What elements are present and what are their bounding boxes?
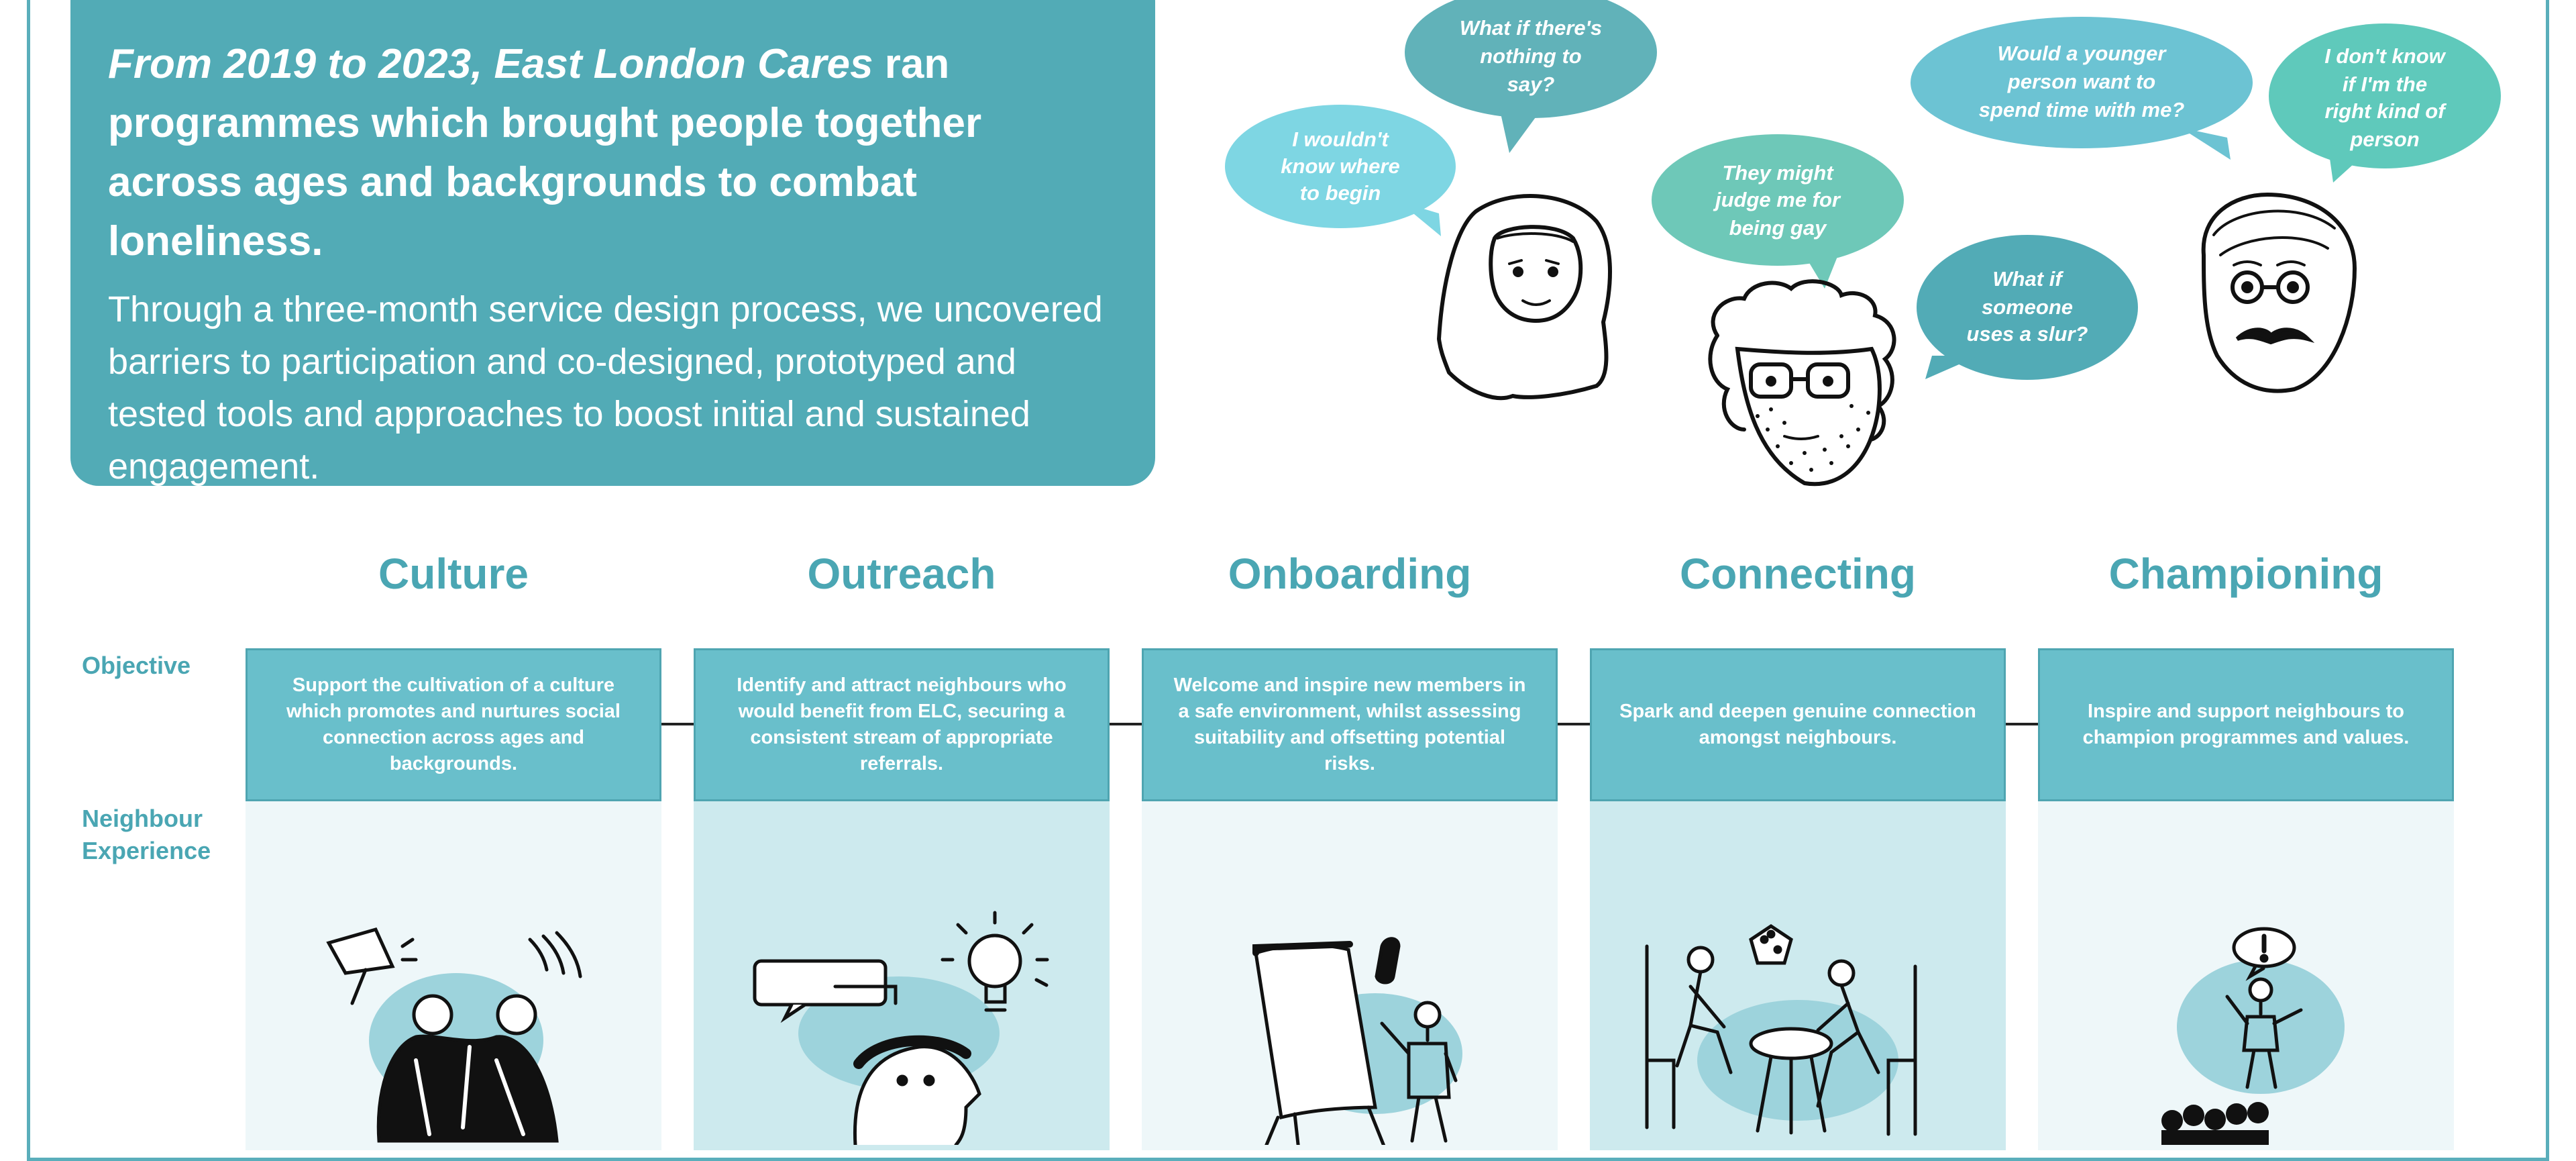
row-label-objective: Objective — [82, 652, 191, 679]
objective-onboarding: Welcome and inspire new members in a saf… — [1142, 648, 1558, 801]
objective-culture: Support the cultivation of a culture whi… — [246, 648, 661, 801]
intro-body: Through a three-month service design pro… — [108, 289, 1103, 487]
row-label-experience-line1: Neighbour — [82, 805, 203, 832]
stage-title-culture: Culture — [378, 550, 529, 598]
intro-lead: From 2019 to 2023, East London Cares ran… — [108, 35, 1118, 271]
experience-onboarding — [1142, 801, 1558, 1150]
character-man-glasses-curly — [1708, 279, 1896, 487]
experience-culture — [246, 801, 661, 1150]
row-label-experience-line2: Experience — [82, 837, 211, 864]
stage-title-connecting: Connecting — [1680, 550, 1916, 598]
experience-outreach — [694, 801, 1110, 1150]
intro-lead-rest: ran programmes which brought people toge… — [108, 41, 982, 264]
character-older-man-moustache — [2201, 192, 2357, 393]
stage-connector — [1558, 723, 1590, 725]
stage-connector — [1110, 723, 1142, 725]
stage-connector — [661, 723, 694, 725]
character-woman-headscarf — [1436, 194, 1612, 401]
stage-connector — [2006, 723, 2038, 725]
objective-connecting: Spark and deepen genuine connection amon… — [1590, 648, 2006, 801]
stage-title-outreach: Outreach — [807, 550, 996, 598]
intro-lead-emphasis: From 2019 to 2023, East London Cares — [108, 41, 873, 87]
experience-connecting — [1590, 801, 2006, 1150]
stage-title-onboarding: Onboarding — [1228, 550, 1472, 598]
objective-championing: Inspire and support neighbours to champi… — [2038, 648, 2454, 801]
objective-outreach: Identify and attract neighbours who woul… — [694, 648, 1110, 801]
stage-title-championing: Championing — [2108, 550, 2383, 598]
experience-championing — [2038, 801, 2454, 1150]
intro-panel: From 2019 to 2023, East London Cares ran… — [70, 0, 1155, 487]
